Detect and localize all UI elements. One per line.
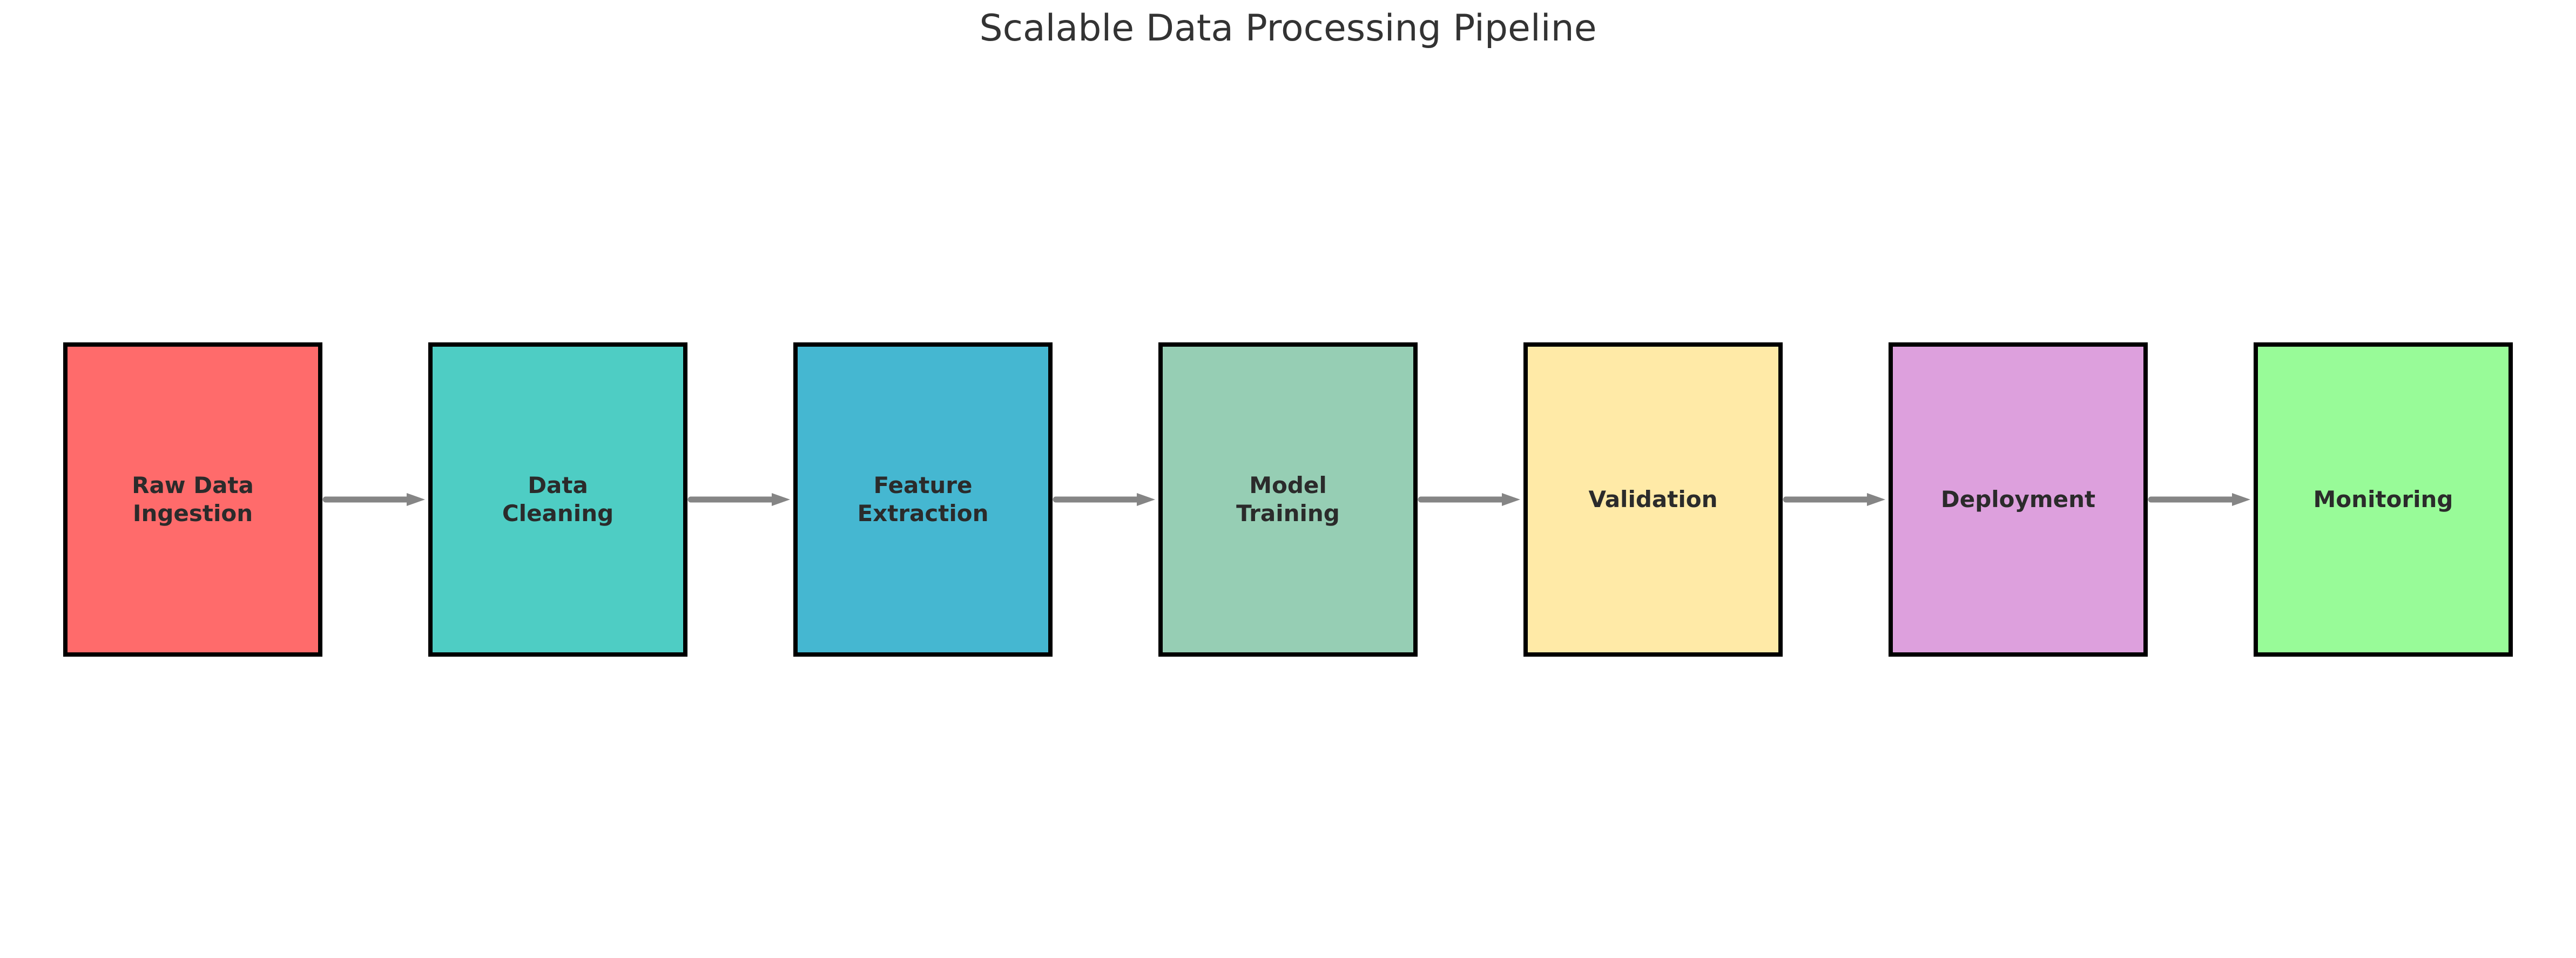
stage-label: Raw Data Ingestion	[132, 471, 254, 527]
flow-arrow-icon	[1418, 342, 1523, 657]
stage-label: Validation	[1588, 485, 1718, 512]
flow-arrow-icon	[1783, 342, 1889, 657]
stage-raw-data-ingestion: Raw Data Ingestion	[63, 342, 322, 657]
stage-label: Model Training	[1236, 471, 1340, 527]
stage-label: Deployment	[1940, 485, 2096, 512]
stage-monitoring: Monitoring	[2254, 342, 2513, 657]
stage-label: Data Cleaning	[502, 471, 614, 527]
stage-feature-extraction: Feature Extraction	[793, 342, 1053, 657]
pipeline-flow: Raw Data Ingestion Data Cleaning Feature…	[0, 342, 2576, 657]
flow-arrow-icon	[322, 342, 428, 657]
stage-label: Feature Extraction	[857, 471, 989, 527]
stage-data-cleaning: Data Cleaning	[428, 342, 687, 657]
stage-validation: Validation	[1523, 342, 1783, 657]
stage-model-training: Model Training	[1158, 342, 1418, 657]
diagram-title: Scalable Data Processing Pipeline	[979, 7, 1597, 50]
flow-arrow-icon	[2148, 342, 2254, 657]
flow-arrow-icon	[1053, 342, 1158, 657]
stage-deployment: Deployment	[1889, 342, 2148, 657]
stage-label: Monitoring	[2313, 485, 2453, 512]
flow-arrow-icon	[687, 342, 793, 657]
